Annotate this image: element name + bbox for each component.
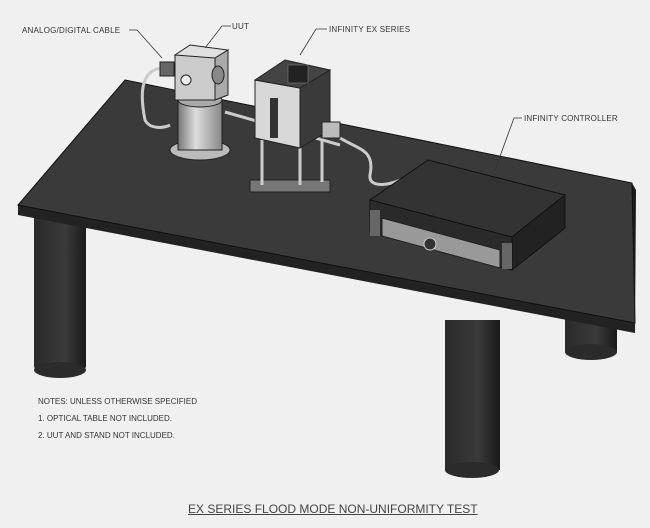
drawing-title: EX SERIES FLOOD MODE NON-UNIFORMITY TEST: [188, 502, 478, 516]
leader-lines: [129, 25, 522, 171]
note-item: 2. UUT AND STAND NOT INCLUDED.: [38, 431, 175, 440]
note-item: 1. OPTICAL TABLE NOT INCLUDED.: [38, 414, 172, 423]
infinity-ex-series: [249, 59, 332, 193]
connector: [321, 121, 341, 139]
callout-infinity-controller: INFINITY CONTROLLER: [524, 114, 618, 123]
callout-analog-digital-cable: ANALOG/DIGITAL CABLE: [22, 26, 121, 35]
notes-heading: NOTES: UNLESS OTHERWISE SPECIFIED: [38, 397, 197, 406]
uut: [159, 44, 231, 161]
callout-uut: UUT: [232, 22, 250, 31]
callout-infinity-ex-series: INFINITY EX SERIES: [329, 25, 411, 34]
infinity-controller: [368, 159, 567, 272]
